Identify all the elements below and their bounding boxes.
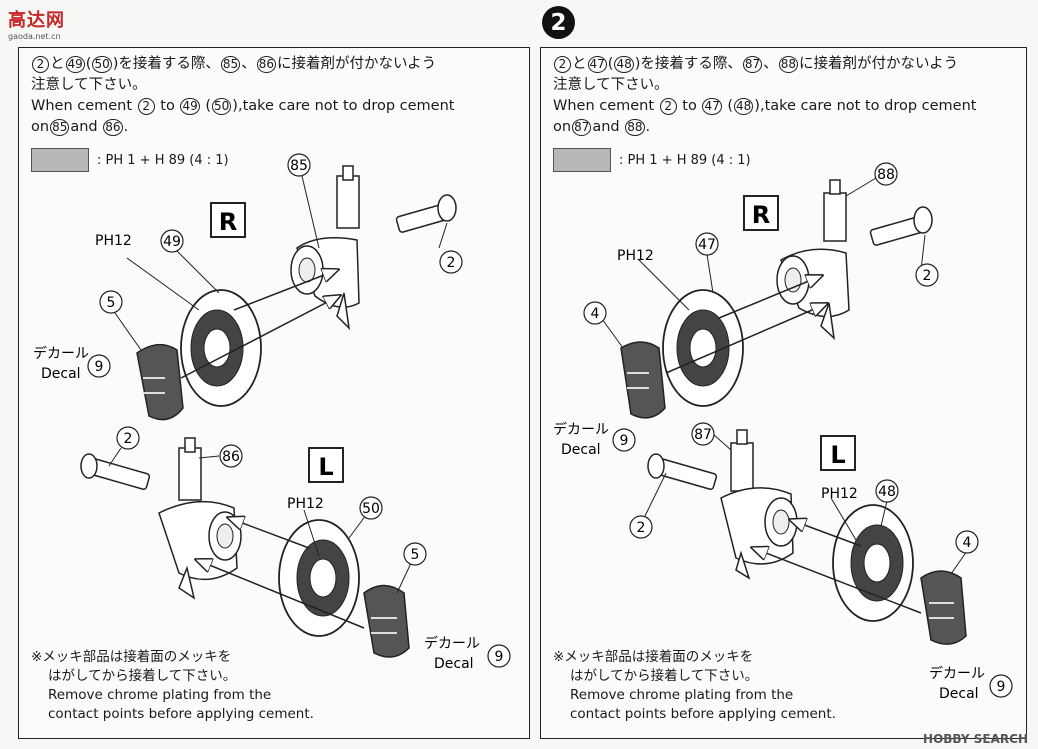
label-9-bottom: 9 [495, 649, 504, 665]
pin-part-top [869, 206, 933, 246]
label-ph12-bottom: PH12 [287, 496, 324, 512]
brake-disc-bottom [278, 519, 360, 637]
label-5-bottom: 5 [411, 547, 420, 563]
right-assembly-diagram: R 88 47 P [553, 162, 1013, 702]
part-ref: 2 [32, 55, 49, 73]
label-ph12-top: PH12 [617, 248, 654, 264]
label-48: 48 [878, 484, 896, 500]
r-side-box [210, 202, 246, 238]
label-88: 88 [877, 167, 895, 183]
decal-jp-bottom: デカール [424, 635, 480, 652]
label-47: 47 [698, 237, 716, 253]
pin-part-bottom [647, 453, 718, 490]
decal-jp-bottom: デカール [929, 665, 985, 682]
paint-formula: : PH 1 + H 89 (4 : 1) [619, 152, 751, 168]
l-side-box [308, 447, 344, 483]
decal-en-top: Decal [561, 442, 601, 458]
brake-disc-top [662, 289, 744, 407]
left-assembly-diagram: R [33, 153, 511, 672]
decal-jp-top: デカール [33, 345, 89, 362]
decal-en-bottom: Decal [434, 656, 474, 672]
label-2-top: 2 [923, 268, 932, 284]
paint-swatch-row: : PH 1 + H 89 (4 : 1) [553, 148, 751, 172]
decal-en-bottom: Decal [939, 686, 979, 702]
label-9-top: 9 [95, 359, 104, 375]
caliper-top [620, 341, 666, 419]
part-ref: 49 [65, 55, 85, 73]
pin-part-bottom [80, 453, 151, 490]
decal-en-top: Decal [41, 366, 81, 382]
part-ref: 86 [256, 55, 276, 73]
left-chrome-note: ※メッキ部品は接着面のメッキを はがしてから接着して下さい。 Remove ch… [31, 649, 314, 722]
paint-formula: : PH 1 + H 89 (4 : 1) [97, 152, 229, 168]
caliper-bottom [363, 584, 410, 658]
r-side-box [743, 195, 779, 231]
caliper-bottom [920, 570, 967, 645]
label-ph12-top: PH12 [95, 233, 132, 249]
label-2-bottom: 2 [637, 520, 646, 536]
decal-jp-top: デカール [553, 421, 609, 438]
label-86: 86 [222, 449, 240, 465]
l-side-box [820, 435, 856, 471]
right-chrome-note: ※メッキ部品は接着面のメッキを はがしてから接着して下さい。 Remove ch… [553, 649, 836, 722]
label-5-top: 5 [107, 295, 116, 311]
paint-color-swatch [31, 148, 89, 172]
l-side-label: L [830, 441, 845, 469]
label-9-top: 9 [620, 433, 629, 449]
step-number-badge: 2 [542, 6, 575, 39]
label-4-top: 4 [591, 306, 600, 322]
caliper-top [136, 344, 184, 421]
upright-part-bottom [720, 429, 798, 580]
label-87: 87 [694, 427, 712, 443]
label-ph12-bottom: PH12 [821, 486, 858, 502]
hobby-search-watermark: HOBBY SEARCH [923, 732, 1028, 746]
label-49: 49 [163, 234, 181, 250]
label-9-bottom: 9 [997, 679, 1006, 695]
label-2-top: 2 [447, 255, 456, 271]
upright-part-top [776, 179, 850, 340]
label-2-bottom: 2 [124, 431, 133, 447]
label-85: 85 [290, 158, 308, 174]
brake-disc-top [180, 289, 262, 407]
label-50: 50 [362, 501, 380, 517]
l-side-label: L [318, 453, 333, 481]
part-ref: 50 [92, 55, 112, 73]
r-side-label: R [219, 208, 237, 236]
part-ref: 85 [220, 55, 241, 73]
paint-swatch-row: : PH 1 + H 89 (4 : 1) [31, 148, 229, 172]
pin-part-top [395, 194, 457, 233]
label-4-bottom: 4 [963, 535, 972, 551]
site-logo: 高达网 gaoda.net.cn [8, 10, 65, 41]
paint-color-swatch [553, 148, 611, 172]
r-side-label: R [752, 201, 770, 229]
